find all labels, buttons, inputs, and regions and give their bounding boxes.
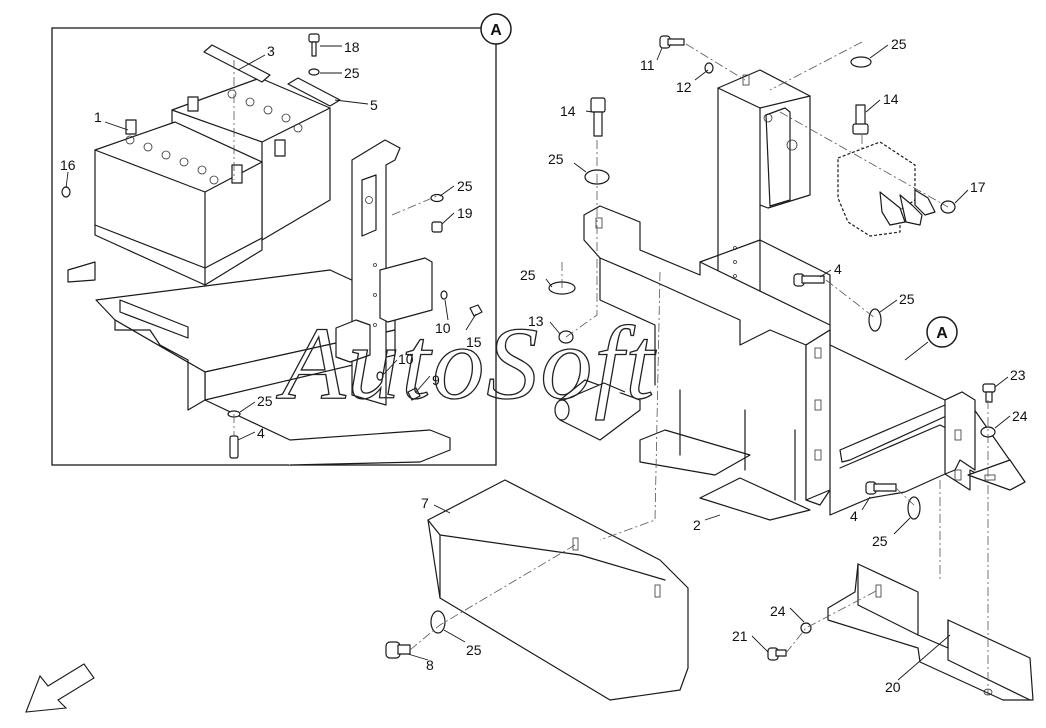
callout-25: 25 <box>344 65 360 81</box>
callout-4: 4 <box>850 508 858 524</box>
callout-11: 11 <box>640 57 655 73</box>
callout-25: 25 <box>899 291 915 307</box>
callout-4: 4 <box>834 261 842 277</box>
callout-14: 14 <box>560 103 576 119</box>
callout-14: 14 <box>883 91 899 107</box>
bracket-20 <box>827 563 1034 701</box>
callout-8: 8 <box>426 657 434 673</box>
callout-5: 5 <box>370 97 378 113</box>
callout-12: 12 <box>676 79 692 95</box>
callout-23: 23 <box>1010 367 1026 383</box>
inset-frame <box>51 27 497 466</box>
callout-2: 2 <box>693 517 701 533</box>
callout-20: 20 <box>885 679 901 695</box>
callout-17: 17 <box>970 179 986 195</box>
callout-1: 1 <box>94 109 102 125</box>
callout-25: 25 <box>891 36 907 52</box>
detail-marker-main: A <box>904 316 958 361</box>
callout-15: 15 <box>466 334 482 350</box>
callout-25: 25 <box>872 533 888 549</box>
callout-9: 9 <box>432 372 440 388</box>
callout-18: 18 <box>344 39 360 55</box>
callout-21: 21 <box>732 628 748 644</box>
cover-7 <box>427 479 689 701</box>
inset-clamp-bar-5 <box>287 77 341 107</box>
callout-19: 19 <box>457 205 473 221</box>
callout-25: 25 <box>457 178 473 194</box>
leader-lines <box>65 44 1011 681</box>
callout-labels: 1 3 18 25 5 16 25 19 10 15 10 9 25 4 11 … <box>60 36 1028 695</box>
callout-10: 10 <box>398 351 414 367</box>
callout-3: 3 <box>267 43 275 59</box>
main-relay-cluster <box>837 141 936 237</box>
callout-25: 25 <box>257 393 273 409</box>
assembly-lines <box>409 41 989 695</box>
callout-10: 10 <box>435 320 451 336</box>
main-vertical-bracket <box>717 69 811 296</box>
svg-text:A: A <box>936 325 948 342</box>
inset-clamp-bar-3 <box>203 44 271 83</box>
detail-marker-inset: A <box>480 13 512 45</box>
callout-16: 16 <box>60 157 76 173</box>
callout-4: 4 <box>257 425 265 441</box>
callout-25: 25 <box>466 642 482 658</box>
detail-inset <box>51 27 497 466</box>
callout-13: 13 <box>528 313 544 329</box>
watermark: AutoSoft <box>276 306 656 421</box>
callout-24: 24 <box>1012 408 1028 424</box>
callout-24: 24 <box>770 603 786 619</box>
callout-7: 7 <box>421 495 429 511</box>
callout-25: 25 <box>520 267 536 283</box>
view-direction-arrow <box>25 663 95 713</box>
svg-text:A: A <box>490 22 502 39</box>
main-tray <box>554 205 1026 521</box>
inset-relay <box>335 257 433 363</box>
inset-battery-front <box>94 119 263 286</box>
callout-25: 25 <box>548 151 564 167</box>
